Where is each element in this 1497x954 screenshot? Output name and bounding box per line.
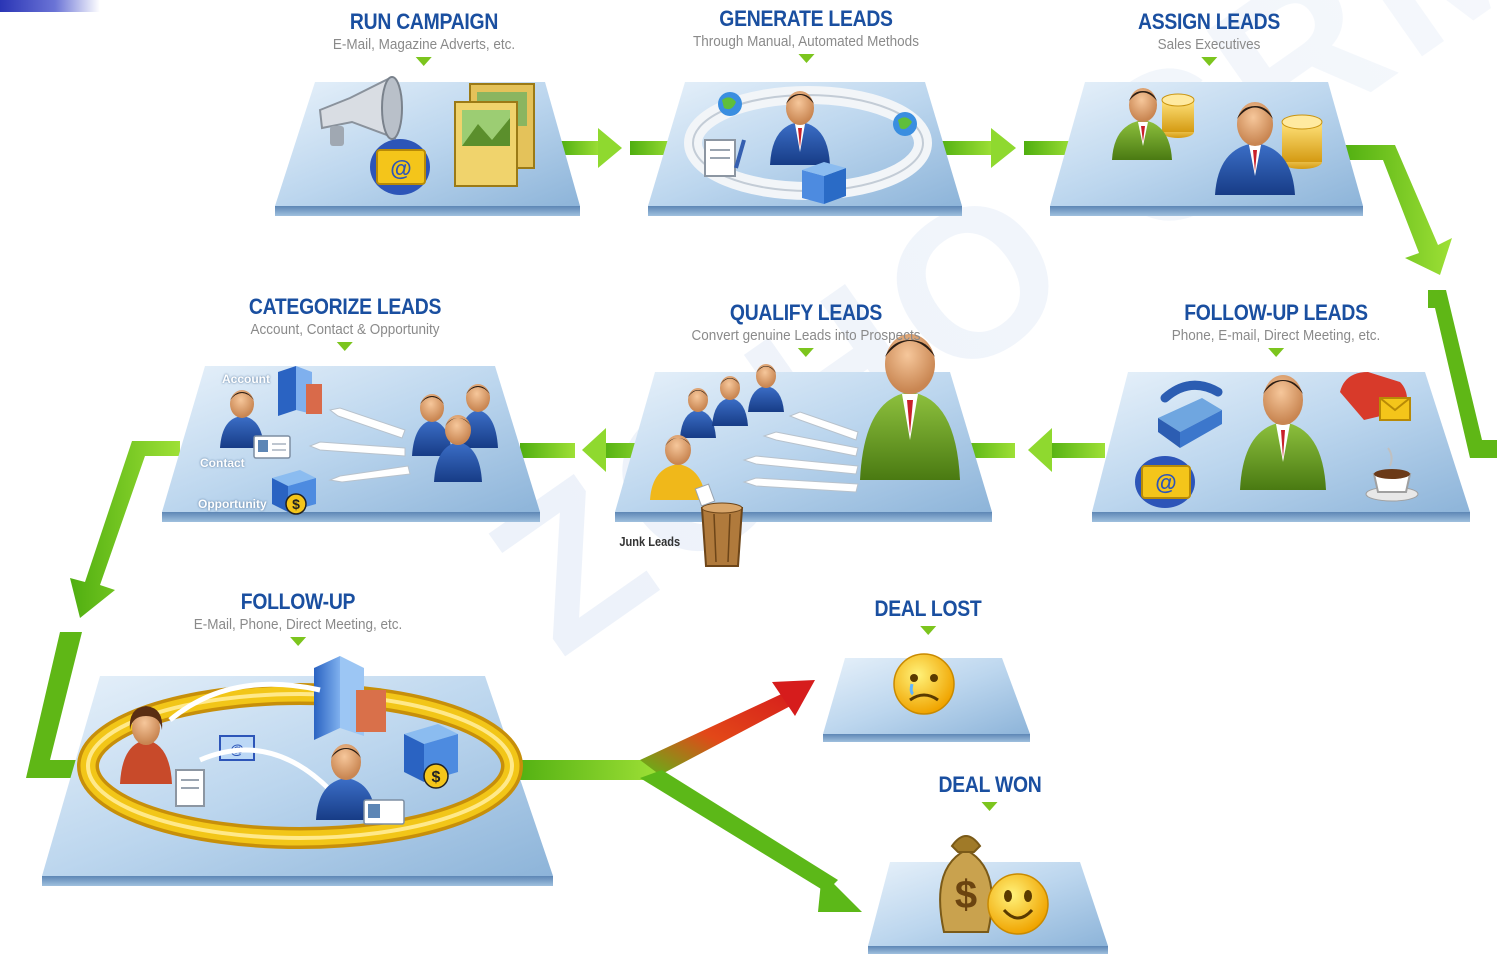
phone-icon [1158, 380, 1223, 448]
step-deal-lost: DEAL LOST [867, 596, 989, 635]
sad-face-icon [893, 653, 955, 715]
coins-icon [1161, 93, 1323, 169]
step-title: FOLLOW-UP [240, 589, 356, 614]
step-assign-leads: ASSIGN LEADS Sales Executives [1128, 9, 1289, 66]
person-icon [680, 364, 784, 438]
person-icon [220, 390, 264, 448]
step-subtitle: Convert genuine Leads into Prospects [691, 327, 921, 344]
person-icon [316, 744, 376, 820]
money-bag-icon: $ [939, 835, 993, 933]
person-icon [120, 706, 172, 784]
email-icon: @ [1135, 456, 1195, 508]
connector-4 [960, 428, 1105, 472]
pointer-icon [337, 342, 353, 351]
tag-account: Account [222, 372, 270, 386]
step-follow-up-leads: FOLLOW-UP LEADS Phone, E-mail, Direct Me… [1160, 300, 1392, 357]
step-title: CATEGORIZE LEADS [248, 294, 442, 319]
person-icon [650, 435, 706, 500]
lead-arrows [742, 411, 859, 493]
platform-follow-up [42, 676, 553, 886]
pointer-icon [982, 802, 998, 811]
gold-ring [77, 683, 523, 849]
slide-corner-bar [0, 0, 100, 12]
pointer-icon [416, 57, 432, 66]
connector-7 [510, 680, 862, 912]
building-icon [278, 366, 322, 416]
step-subtitle: Through Manual, Automated Methods [693, 33, 919, 50]
pointer-icon [797, 348, 814, 357]
email-icon: @ [370, 139, 430, 195]
pointer-icon [289, 637, 306, 646]
document-icon [704, 139, 746, 177]
step-title: DEAL LOST [874, 596, 982, 621]
category-arrows [308, 407, 411, 483]
person-icon [860, 334, 960, 480]
step-follow-up: FOLLOW-UP E-Mail, Phone, Direct Meeting,… [182, 589, 414, 646]
smiley-icon [987, 873, 1049, 935]
person-icon [1215, 102, 1295, 195]
step-title: GENERATE LEADS [719, 6, 893, 31]
step-title: ASSIGN LEADS [1137, 9, 1281, 34]
ballot-box-icon [802, 162, 846, 204]
coffee-icon [1365, 447, 1419, 502]
person-icon [412, 384, 498, 482]
pointer-icon [798, 54, 814, 63]
step-title: RUN CAMPAIGN [349, 9, 499, 34]
megaphone-icon [318, 76, 403, 146]
connector-1 [560, 128, 675, 168]
connector-3 [1340, 145, 1497, 458]
step-title: QUALIFY LEADS [729, 300, 883, 325]
step-qualify-leads: QUALIFY LEADS Convert genuine Leads into… [679, 300, 933, 357]
person-icon [770, 91, 830, 165]
mailbox-icon [1340, 372, 1411, 421]
id-card-icon [363, 799, 405, 825]
connector-2 [938, 128, 1074, 168]
dollar-box-icon: $ [272, 470, 316, 515]
pointer-icon [1200, 57, 1217, 66]
step-subtitle: Account, Contact & Opportunity [250, 321, 440, 338]
step-generate-leads: GENERATE LEADS Through Manual, Automated… [681, 6, 932, 63]
svg-text:@: @ [390, 156, 411, 181]
tag-opportunity: Opportunity [198, 497, 267, 511]
magazine-icon [454, 83, 535, 187]
svg-text:$: $ [955, 873, 977, 917]
step-title: FOLLOW-UP LEADS [1184, 300, 1368, 325]
step-subtitle: Sales Executives [1157, 36, 1261, 53]
step-deal-won: DEAL WON [932, 772, 1049, 811]
flow-arrows [168, 681, 332, 792]
connector-6 [26, 441, 180, 778]
step-subtitle: Phone, E-mail, Direct Meeting, etc. [1171, 327, 1381, 344]
globe-icon [718, 92, 917, 136]
person-icon [1240, 375, 1326, 490]
id-card-icon [253, 435, 291, 459]
pointer-icon [1267, 348, 1284, 357]
svg-text:$: $ [292, 496, 300, 512]
svg-text:$: $ [432, 769, 441, 786]
step-title: DEAL WON [938, 772, 1042, 797]
trash-bin-icon [694, 483, 744, 567]
tag-contact: Contact [200, 456, 245, 470]
step-subtitle: E-Mail, Magazine Adverts, etc. [332, 36, 516, 53]
building-icon [314, 656, 386, 740]
pointer-icon [919, 626, 936, 635]
person-icon [1112, 88, 1172, 160]
svg-text:@: @ [1155, 470, 1176, 495]
step-run-campaign: RUN CAMPAIGN E-Mail, Magazine Adverts, e… [323, 9, 526, 66]
document-icon [175, 769, 205, 807]
step-subtitle: E-Mail, Phone, Direct Meeting, etc. [193, 616, 403, 633]
tag-junk-leads: Junk Leads [619, 534, 681, 549]
dollar-box-icon: $ [404, 724, 458, 789]
step-categorize-leads: CATEGORIZE LEADS Account, Contact & Oppo… [236, 294, 454, 351]
